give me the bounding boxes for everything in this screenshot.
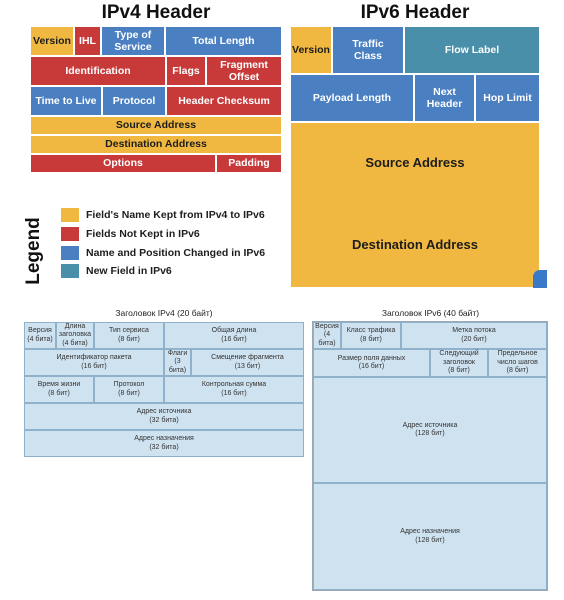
field-name: Длина заголовка: [58, 322, 92, 339]
field-bits: (8 бит): [506, 367, 529, 375]
field-name: Метка потока: [452, 327, 496, 335]
ipv4-title: IPv4 Header: [101, 2, 211, 23]
ru-ipv4-title: Заголовок IPv4 (20 байт): [115, 308, 213, 318]
field-name: Время жизни: [37, 381, 81, 389]
field-bits: (16 бит): [358, 363, 385, 370]
ru-ipv4-packet-id-field: Идентификатор пакета (16 бит): [24, 349, 164, 376]
ipv4-ihl-field: IHL: [74, 26, 101, 56]
field-name: Класс трафика: [346, 327, 396, 335]
legend-title-wrap: Legend: [14, 214, 54, 288]
ru-ipv4-flags-field: Флаги (3 бита): [164, 349, 191, 376]
ipv6-version-field: Version: [290, 26, 332, 74]
field-bits: (8 бит): [360, 335, 382, 343]
field-name: Следующий заголовок: [439, 350, 479, 366]
field-bits: (16 бит): [221, 335, 247, 343]
ru-ipv6-payload-length-field: Размер поля данных (16 бит): [313, 349, 430, 377]
legend-label-kept: Field's Name Kept from IPv4 to IPv6: [86, 209, 265, 221]
ipv4-version-field: Version: [30, 26, 74, 56]
ipv6-next-header-field: Next Header: [414, 74, 475, 122]
corner-logo-fragment: [533, 270, 547, 288]
field-name: Тип сервиса: [109, 327, 149, 335]
ru-ipv4-header-length-field: Длина заголовка (4 бита): [56, 322, 94, 349]
field-bits: (8 бит): [448, 367, 470, 375]
legend-swatch-new: [61, 264, 79, 278]
field-name: Идентификатор пакета: [56, 354, 132, 362]
ipv4-flags-field: Flags: [166, 56, 206, 86]
ru-ipv6-source-field: Адрес источника (128 бит): [313, 377, 547, 483]
legend-label-changed: Name and Position Changed in IPv6: [86, 247, 266, 259]
field-bits: (4 бита): [27, 335, 53, 343]
field-bits: (4 бита): [318, 331, 336, 347]
field-name: Флаги: [167, 349, 188, 357]
field-bits: (128 бит): [415, 536, 445, 544]
field-bits: (32 бита): [149, 443, 179, 451]
ipv4-options-field: Options: [30, 154, 216, 173]
ipv4-identification-field: Identification: [30, 56, 166, 86]
ipv4-fragment-offset-field: Fragment Offset: [206, 56, 282, 86]
legend-swatch-kept: [61, 208, 79, 222]
legend-swatch-not-kept: [61, 227, 79, 241]
ipv6-destination-address-field: Destination Address: [290, 204, 540, 288]
ipv4-total-length-field: Total Length: [165, 26, 282, 56]
field-bits: (16 бит): [221, 389, 247, 397]
ipv4-protocol-field: Protocol: [102, 86, 166, 116]
ru-ipv4-ttl-field: Время жизни (8 бит): [24, 376, 94, 403]
ru-ipv4-destination-field: Адрес назначения (32 бита): [24, 430, 304, 457]
ipv4-destination-address-field: Destination Address: [30, 135, 282, 154]
field-name: Смещение фрагмента: [211, 354, 284, 362]
ru-ipv6-destination-field: Адрес назначения (128 бит): [313, 483, 547, 590]
field-bits: (20 бит): [461, 335, 487, 343]
ru-ipv4-fragment-offset-field: Смещение фрагмента (13 бит): [191, 349, 304, 376]
ipv6-source-address-field: Source Address: [290, 122, 540, 204]
field-bits: (4 бита): [62, 339, 88, 347]
legend-title: Legend: [23, 217, 44, 285]
field-bits: (13 бит): [234, 362, 261, 370]
field-name: Адрес источника: [136, 408, 192, 416]
ipv6-traffic-class-field: Traffic Class: [332, 26, 404, 74]
field-bits: (128 бит): [415, 430, 445, 437]
legend-label-new: New Field in IPv6: [86, 265, 172, 277]
ipv4-header-checksum-field: Header Checksum: [166, 86, 282, 116]
field-name: Размер поля данных: [337, 354, 406, 362]
ipv4-padding-field: Padding: [216, 154, 282, 173]
ru-ipv6-title: Заголовок IPv6 (40 байт): [381, 308, 480, 318]
ru-ipv4-service-type-field: Тип сервиса (8 бит): [94, 322, 164, 349]
legend-swatch-changed: [61, 246, 79, 260]
field-name: Предельное число шагов: [497, 350, 538, 366]
ipv6-flow-label-field: Flow Label: [404, 26, 540, 74]
ru-ipv4-source-field: Адрес источника (32 бита): [24, 403, 304, 430]
ru-ipv6-flow-label-field: Метка потока (20 бит): [401, 322, 547, 349]
ru-ipv6-traffic-class-field: Класс трафика (8 бит): [341, 322, 401, 349]
field-bits: (8 бит): [48, 389, 70, 397]
ru-ipv4-protocol-field: Протокол (8 бит): [94, 376, 164, 403]
ipv6-title: IPv6 Header: [360, 2, 470, 23]
legend-label-not-kept: Fields Not Kept in IPv6: [86, 228, 200, 240]
field-name: Протокол: [113, 381, 145, 389]
field-bits: (32 бита): [149, 416, 179, 424]
ipv4-tos-field: Type of Service: [101, 26, 165, 56]
field-name: Адрес назначения: [134, 435, 194, 443]
ipv4-ttl-field: Time to Live: [30, 86, 102, 116]
field-name: Версия: [315, 322, 339, 330]
ru-ipv4-checksum-field: Контрольная сумма (16 бит): [164, 376, 304, 403]
field-name: Общая длина: [211, 327, 257, 335]
field-bits: (16 бит): [81, 362, 107, 370]
ru-ipv6-hop-limit-field: Предельное число шагов (8 бит): [488, 349, 547, 377]
ru-ipv4-total-length-field: Общая длина (16 бит): [164, 322, 304, 349]
ipv6-payload-length-field: Payload Length: [290, 74, 414, 122]
field-name: Контрольная сумма: [201, 381, 267, 389]
ru-ipv6-next-header-field: Следующий заголовок (8 бит): [430, 349, 488, 377]
field-bits: (8 бит): [118, 389, 140, 397]
ru-ipv6-version-field: Версия (4 бита): [313, 322, 341, 349]
ipv4-source-address-field: Source Address: [30, 116, 282, 135]
field-name: Адрес назначения: [400, 528, 460, 536]
field-bits: (3 бита): [168, 358, 187, 374]
field-name: Версия: [28, 327, 52, 335]
ipv6-hop-limit-field: Hop Limit: [475, 74, 540, 122]
field-bits: (8 бит): [118, 335, 140, 343]
field-name: Адрес источника: [402, 421, 458, 429]
ru-ipv4-version-field: Версия (4 бита): [24, 322, 56, 349]
